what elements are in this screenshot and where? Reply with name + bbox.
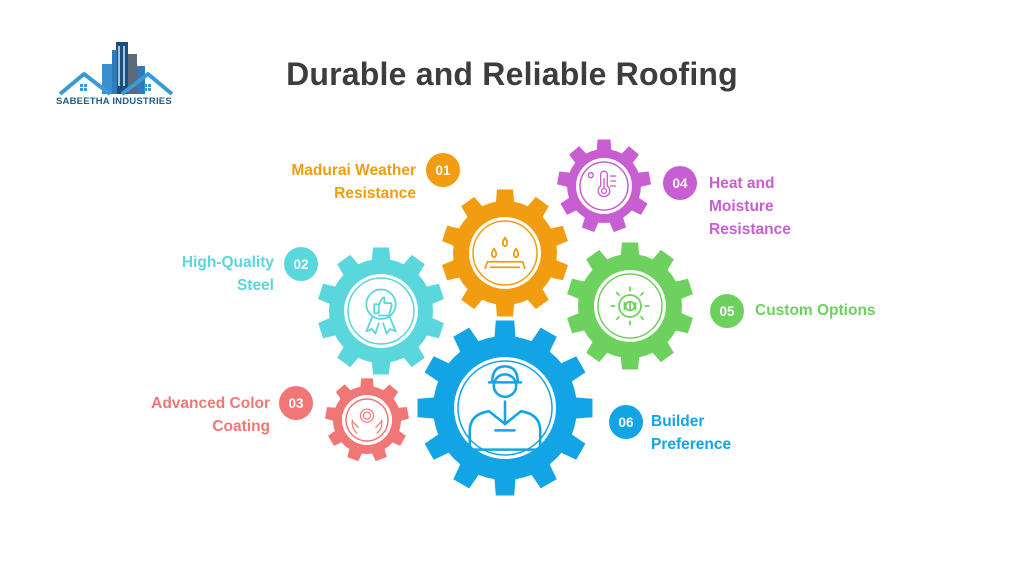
badge-02: 02 bbox=[284, 247, 318, 281]
gear-03 bbox=[325, 378, 409, 462]
label-line: Resistance bbox=[334, 185, 416, 202]
label-line: Resistance bbox=[709, 221, 791, 238]
label-line: Moisture bbox=[709, 198, 774, 215]
hands-gear-icon bbox=[351, 408, 383, 434]
logo-text: SABEETHA INDUSTRIES bbox=[56, 96, 172, 107]
cog-sliders-icon bbox=[610, 286, 650, 326]
label-custom-options: Custom Options bbox=[755, 299, 935, 322]
gear-04 bbox=[557, 139, 651, 232]
gear-02 bbox=[318, 247, 444, 375]
badge-01: 01 bbox=[426, 153, 460, 187]
thermometer-icon bbox=[587, 170, 617, 198]
builder-worker-icon bbox=[468, 365, 542, 451]
thumbs-up-badge-icon bbox=[365, 288, 397, 335]
page-title: Durable and Reliable Roofing bbox=[286, 56, 738, 92]
label-line: Coating bbox=[212, 418, 270, 435]
label-line: Custom Options bbox=[755, 302, 876, 319]
company-logo bbox=[58, 42, 174, 96]
badge-05: 05 bbox=[710, 294, 744, 328]
badge-03: 03 bbox=[279, 386, 313, 420]
label-line: Advanced Color bbox=[151, 395, 270, 412]
gear-05 bbox=[567, 242, 693, 370]
gear-06 bbox=[417, 320, 593, 496]
gear-01 bbox=[442, 189, 568, 317]
badge-04: 04 bbox=[663, 166, 697, 200]
label-line: High-Quality bbox=[181, 254, 274, 271]
badge-06: 06 bbox=[609, 405, 643, 439]
water-drops-icon bbox=[484, 236, 526, 270]
label-line: Builder bbox=[651, 413, 705, 430]
label-line: Preference bbox=[651, 436, 732, 453]
label-line: Madurai Weather bbox=[291, 162, 416, 179]
label-line: Steel bbox=[236, 277, 274, 294]
label-line: Heat and bbox=[709, 175, 775, 192]
